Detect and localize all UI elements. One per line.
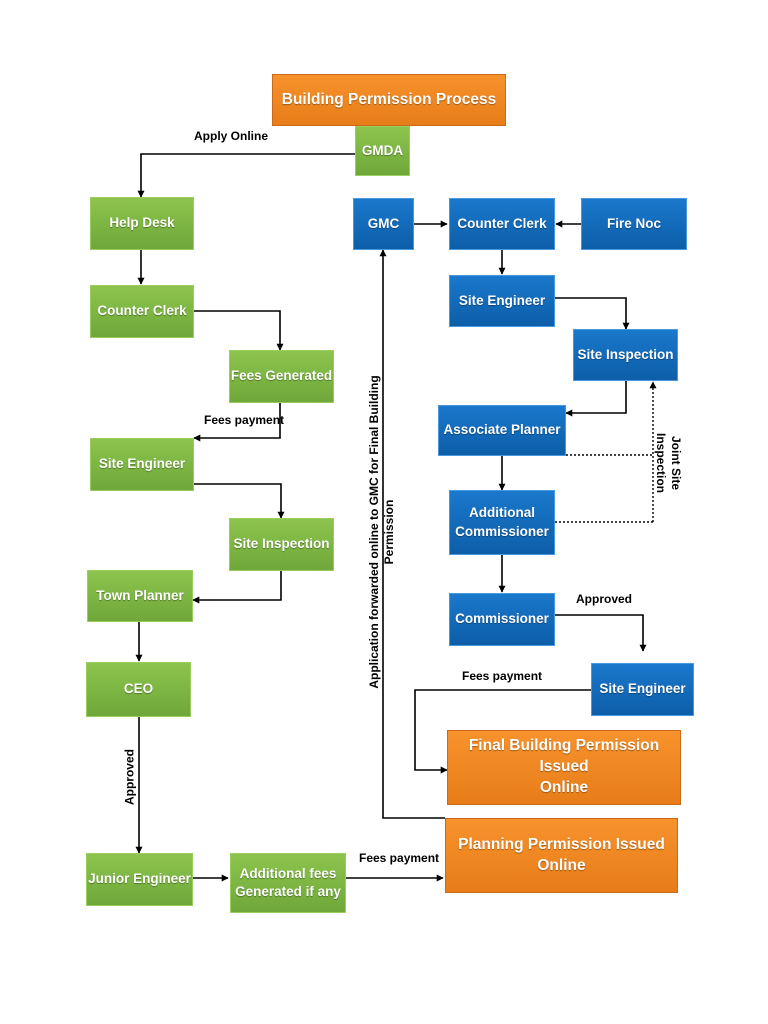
additional-commissioner-box: Additional Commissioner: [449, 490, 555, 555]
junior-engineer-box: Junior Engineer: [86, 853, 193, 906]
gmc-box: GMC: [353, 198, 414, 250]
connector-gmda-to-helpdesk: [137, 153, 355, 198]
commissioner-box: Commissioner: [449, 593, 555, 646]
forwarded-label-line2: Permission: [382, 499, 396, 565]
site-engineer-final-box: Site Engineer: [591, 663, 694, 716]
joint-site-inspection-label: Joint Site Inspection: [653, 408, 683, 518]
connector-planning-to-gmc: [379, 249, 445, 819]
apply-online-label: Apply Online: [194, 129, 269, 143]
connector-inspection-to-associate-planner: [565, 381, 627, 417]
additional-fees-box: Additional fees Generated if any: [230, 853, 346, 913]
help-desk-box: Help Desk: [90, 197, 194, 250]
fees-generated-box: Fees Generated: [229, 350, 334, 403]
joint-label-line2: Inspection: [654, 432, 668, 493]
forwarded-to-gmc-label: Application forwarded online to GMC for …: [367, 272, 397, 792]
connector-site-engineer-to-inspection: [194, 483, 285, 519]
counter-clerk-left-box: Counter Clerk: [90, 285, 194, 338]
site-engineer-left-box: Site Engineer: [90, 438, 194, 491]
approved-label-right: Approved: [576, 592, 633, 606]
final-building-permission-box: Final Building Permission Issued Online: [447, 730, 681, 805]
connector-counterclerk-to-fees: [194, 310, 284, 351]
connector-inspection-to-town-planner: [192, 571, 282, 604]
town-planner-box: Town Planner: [87, 570, 193, 622]
fees-payment-label-right: Fees payment: [462, 669, 543, 683]
site-engineer-right-box: Site Engineer: [449, 275, 555, 327]
fees-payment-label-left: Fees payment: [204, 413, 285, 427]
counter-clerk-right-box: Counter Clerk: [449, 198, 555, 250]
forwarded-label-line1: Application forwarded online to GMC for …: [367, 375, 381, 689]
site-inspection-left-box: Site Inspection: [229, 518, 334, 571]
fees-payment-label-bottom: Fees payment: [359, 851, 440, 865]
fire-noc-box: Fire Noc: [581, 198, 687, 250]
planning-permission-box: Planning Permission Issued Online: [445, 818, 678, 893]
connector-commissioner-to-site-engineer: [555, 614, 647, 652]
site-inspection-right-box: Site Inspection: [573, 329, 678, 381]
connector-site-engineer-to-inspection-right: [555, 297, 630, 330]
title-box: Building Permission Process: [272, 74, 506, 126]
associate-planner-box: Associate Planner: [438, 405, 566, 456]
connector-fees-to-site-engineer: [193, 403, 281, 442]
joint-label-line1: Joint Site: [669, 435, 683, 490]
connector-site-engineer-to-final: [414, 689, 591, 774]
approved-label-left: Approved: [122, 749, 137, 806]
gmda-box: GMDA: [355, 126, 410, 176]
ceo-box: CEO: [86, 662, 191, 717]
